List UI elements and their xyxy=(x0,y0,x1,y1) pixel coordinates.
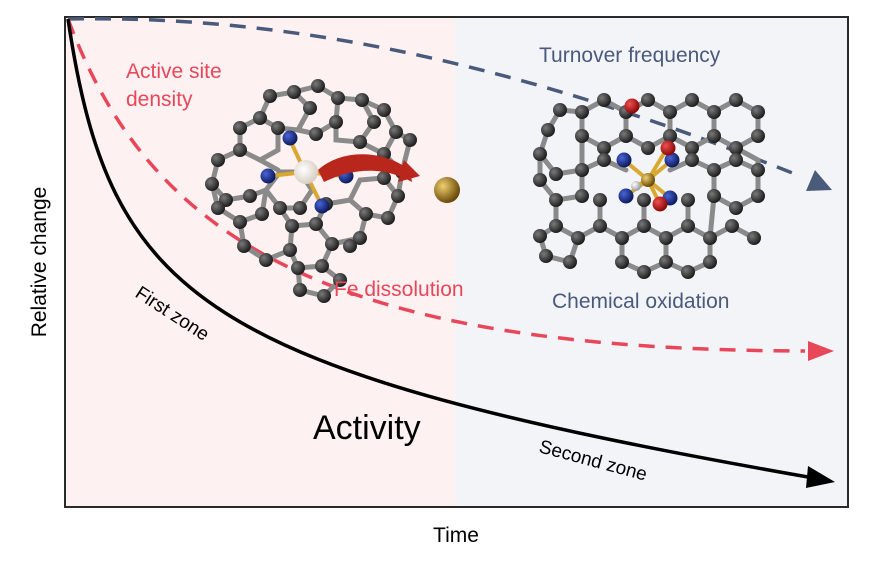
turnover-frequency-label: Turnover frequency xyxy=(539,44,721,67)
molecule-fe-n4-intact xyxy=(205,79,417,303)
activity-curve xyxy=(66,18,809,479)
activity-arrowhead xyxy=(806,466,835,488)
active-site-density-arrowhead xyxy=(808,341,834,361)
zone2-background xyxy=(455,17,848,507)
plot-frame xyxy=(64,16,849,508)
fe-atom xyxy=(641,173,655,187)
chemical-oxidation-label: Chemical oxidation xyxy=(552,290,729,313)
active-site-density-curve xyxy=(66,18,806,353)
x-axis-label: Time xyxy=(433,524,479,547)
y-axis-label: Relative change xyxy=(28,187,51,338)
dissolved-fe-atom xyxy=(434,177,460,203)
turnover-frequency-arrowhead xyxy=(806,170,832,191)
active-site-density-label-line2: density xyxy=(126,88,193,111)
fe-dissolution-arrowhead xyxy=(398,160,420,182)
vacated-fe-site xyxy=(294,160,318,184)
fe-dissolution-label: Fe dissolution xyxy=(334,278,464,301)
active-site-density-label-line1: Active site xyxy=(126,60,222,83)
molecule-oxidized xyxy=(533,93,765,279)
activity-label: Activity xyxy=(313,409,421,447)
fe-dissolution-arrow xyxy=(318,154,412,182)
